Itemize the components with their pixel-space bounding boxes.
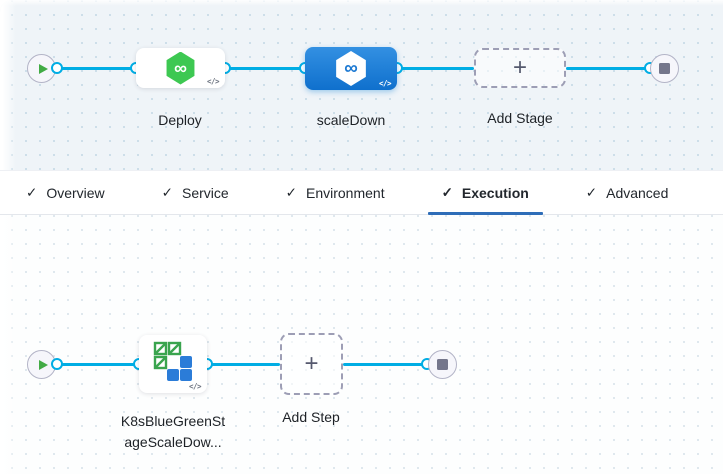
check-icon: ✓	[161, 184, 173, 200]
yaml-code-icon[interactable]: </>	[206, 77, 220, 86]
connector-line	[57, 67, 136, 70]
canvas-left-fade	[0, 0, 16, 170]
stage-node-scaledown[interactable]: ∞ </>	[305, 47, 397, 90]
tab-service[interactable]: ✓ Service	[148, 171, 243, 214]
play-icon	[38, 63, 48, 74]
tab-overview[interactable]: ✓ Overview	[12, 171, 119, 214]
add-step-label: Add Step	[282, 409, 340, 425]
check-icon: ✓	[285, 184, 297, 200]
connector-line	[225, 67, 305, 70]
stop-icon	[659, 63, 670, 74]
stop-icon	[437, 359, 448, 370]
connector-line	[207, 363, 280, 366]
tab-advanced[interactable]: ✓ Advanced	[572, 171, 683, 214]
check-icon: ✓	[26, 184, 38, 200]
stage-label-deploy: Deploy	[158, 112, 202, 128]
tab-environment[interactable]: ✓ Environment	[272, 171, 399, 214]
stage-config-tabs: ✓ Overview ✓ Service ✓ Environment ✓ Exe…	[0, 170, 723, 215]
execution-end-node	[428, 350, 457, 379]
tab-label: Environment	[305, 184, 385, 201]
tab-label: Overview	[46, 184, 105, 201]
k8s-scaledown-icon	[153, 341, 192, 381]
add-stage-label: Add Stage	[487, 110, 553, 126]
connector-line	[397, 67, 474, 70]
plus-icon: +	[512, 54, 527, 81]
deployment-stage-icon: ∞	[336, 51, 366, 86]
yaml-code-icon[interactable]: </>	[188, 382, 202, 391]
canvas-left-fade	[0, 215, 16, 474]
play-icon	[38, 359, 48, 370]
stage-label-scaledown: scaleDown	[316, 112, 386, 128]
tab-label: Service	[181, 184, 229, 201]
add-step-button[interactable]: +	[280, 333, 343, 395]
check-icon: ✓	[441, 184, 453, 200]
check-icon: ✓	[585, 184, 598, 200]
connector-line	[566, 67, 650, 70]
stage-pipeline-canvas: ∞ </> ∞ </> + Deploy scaleDown Add Stage	[0, 0, 723, 170]
connector-line	[57, 363, 139, 366]
connector-point	[51, 358, 63, 370]
tab-label: Execution	[461, 184, 529, 201]
step-node-k8s-bluegreen-scaledown[interactable]: </>	[139, 335, 207, 393]
active-tab-underline	[427, 212, 543, 215]
yaml-code-icon[interactable]: </>	[378, 79, 392, 88]
step-label-k8s-bluegreen-scaledown: K8sBlueGreenSt ageScaleDow...	[120, 413, 226, 450]
canvas-top-fade	[0, 0, 723, 6]
stage-node-deploy[interactable]: ∞ </>	[136, 48, 225, 88]
connector-line	[343, 363, 428, 366]
tab-label: Advanced	[606, 184, 669, 201]
add-stage-button[interactable]: +	[474, 48, 566, 88]
tab-execution[interactable]: ✓ Execution	[427, 171, 543, 215]
connector-point	[51, 62, 63, 74]
plus-icon: +	[304, 350, 319, 377]
pipeline-end-node	[650, 54, 679, 83]
deployment-stage-icon: ∞	[166, 51, 195, 85]
execution-step-canvas: </> + K8sBlueGreenSt ageScaleDow... Add …	[0, 215, 723, 474]
